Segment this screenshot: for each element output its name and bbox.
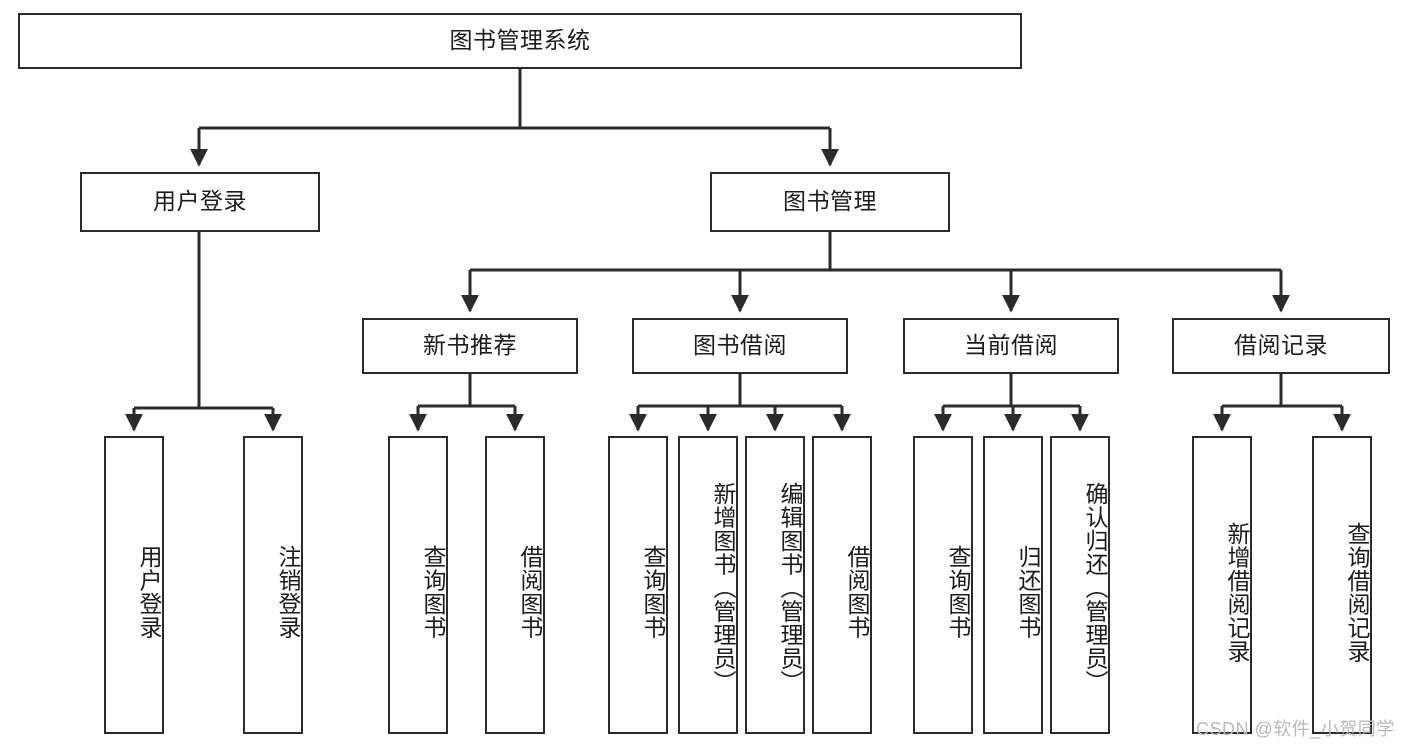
node-current-borrow[interactable]: 当前借阅: [903, 318, 1119, 374]
node-leaf-add-book-admin[interactable]: 新增图书（管理员）: [678, 436, 738, 734]
node-leaf-query-borrow-record[interactable]: 查询借阅记录: [1312, 436, 1372, 734]
node-root-book-management-system[interactable]: 图书管理系统: [18, 13, 1022, 69]
node-leaf-borrow-book[interactable]: 借阅图书: [812, 436, 872, 734]
node-leaf-query-book-newbook[interactable]: 查询图书: [388, 436, 448, 734]
node-leaf-return-book[interactable]: 归还图书: [983, 436, 1043, 734]
node-leaf-confirm-return-admin[interactable]: 确认归还（管理员）: [1050, 436, 1110, 734]
node-book-borrow[interactable]: 图书借阅: [632, 318, 848, 374]
node-leaf-query-book-current[interactable]: 查询图书: [913, 436, 973, 734]
node-leaf-borrow-book-newbook[interactable]: 借阅图书: [485, 436, 545, 734]
node-leaf-logout-login[interactable]: 注销登录: [243, 436, 303, 734]
node-borrow-record[interactable]: 借阅记录: [1172, 318, 1390, 374]
csdn-watermark: CSDN @软件_小贺同学: [1196, 719, 1395, 739]
node-user-login[interactable]: 用户登录: [80, 172, 320, 232]
node-leaf-edit-book-admin[interactable]: 编辑图书（管理员）: [745, 436, 805, 734]
node-leaf-add-borrow-record[interactable]: 新增借阅记录: [1192, 436, 1252, 734]
node-leaf-query-book-borrow[interactable]: 查询图书: [608, 436, 668, 734]
node-leaf-user-login[interactable]: 用户登录: [104, 436, 164, 734]
node-new-book-recommend[interactable]: 新书推荐: [362, 318, 578, 374]
node-book-management[interactable]: 图书管理: [710, 172, 950, 232]
